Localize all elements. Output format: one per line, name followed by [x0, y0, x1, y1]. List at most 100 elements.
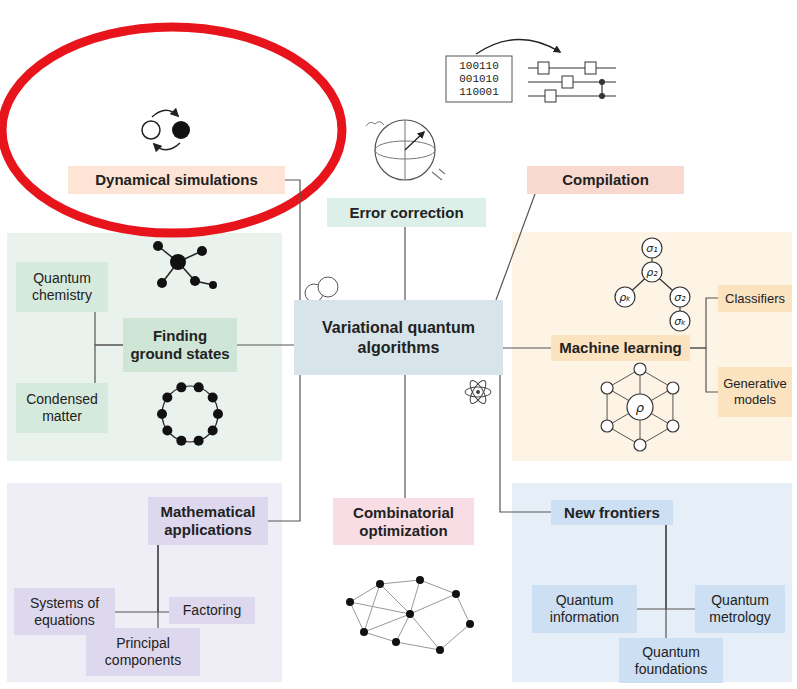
line-shape [380, 584, 410, 614]
circle-shape [208, 425, 218, 435]
line-shape [396, 614, 410, 642]
connector-line [665, 525, 666, 638]
connector-line [404, 375, 405, 498]
circle-shape [190, 276, 200, 286]
box-label: New frontiers [564, 504, 660, 522]
topic-box: Dynamical simulations [68, 166, 285, 194]
circle-shape [667, 382, 679, 394]
box-label: Quantum foundations [623, 644, 719, 678]
subtopic-box: Principal components [86, 628, 200, 676]
path-shape [432, 169, 445, 180]
circle-shape [392, 638, 400, 646]
subtopic-box: Classifiers [718, 285, 792, 312]
symbol-label: σ₂ [674, 292, 685, 303]
circle-shape [153, 241, 163, 251]
circle-shape [416, 576, 424, 584]
subtopic-box: Condensed matter [16, 383, 108, 433]
circle-shape [318, 277, 338, 297]
subtopic-box: Quantum foundations [619, 638, 723, 683]
box-label: Condensed matter [20, 391, 104, 425]
g-shape [465, 378, 491, 406]
box-label: Classifiers [725, 291, 785, 307]
topic-box: New frontiers [551, 500, 673, 525]
box-label: Generative models [722, 376, 788, 407]
line-shape [410, 594, 456, 614]
path-shape [154, 143, 180, 150]
box-label: Quantum chemistry [20, 270, 104, 304]
circle-shape [162, 386, 218, 442]
connector-line [666, 525, 695, 609]
connector-line [503, 347, 551, 348]
circle-shape [452, 590, 460, 598]
line-shape [364, 632, 396, 642]
path-shape [476, 39, 560, 54]
circle-shape [634, 439, 646, 451]
ellipse-shape [465, 387, 491, 397]
line-shape [350, 602, 410, 614]
circle-shape [466, 620, 474, 628]
box-label: Variational quantum algorithms [298, 318, 499, 356]
topic-box: Combinatorial optimization [333, 498, 474, 545]
rect-shape [585, 62, 596, 74]
circle-shape [642, 238, 662, 258]
line-shape [350, 602, 364, 632]
circle-shape [142, 121, 160, 139]
circle-shape [376, 580, 384, 588]
circle-shape [670, 311, 690, 331]
bit-string: 001010 [459, 74, 499, 85]
connector-line [268, 375, 300, 521]
connector-line [157, 545, 158, 628]
group-panel [7, 483, 282, 682]
circle-shape [346, 598, 354, 606]
subtopic-box: Quantum information [532, 585, 637, 633]
rect-shape [446, 56, 512, 102]
connector-line [500, 375, 551, 512]
circle-shape [209, 281, 217, 289]
connector-line [496, 194, 535, 300]
topic-box: Mathematical applications [148, 497, 268, 545]
box-label: Compilation [562, 171, 649, 189]
group-panel [7, 233, 282, 461]
box-label: Machine learning [559, 339, 682, 357]
bit-string: 110001 [459, 87, 499, 98]
circle-shape [194, 436, 204, 446]
box-label: Quantum information [536, 592, 633, 626]
circle-shape [601, 382, 613, 394]
group-panel [512, 483, 792, 682]
topic-box: Compilation [527, 166, 684, 194]
circle-shape [667, 420, 679, 432]
ellipse-shape [2, 27, 342, 233]
symbol-label: σₖ [674, 316, 686, 327]
path-shape [366, 122, 384, 126]
circle-shape [360, 628, 368, 636]
line-shape [364, 614, 410, 632]
bit-string: 100110 [459, 61, 499, 72]
circle-shape [599, 79, 605, 85]
box-label: Systems of equations [18, 595, 111, 629]
circle-shape [157, 278, 167, 288]
g-shape [346, 576, 474, 654]
circle-shape [599, 93, 605, 99]
symbol-label: ρ [636, 401, 644, 414]
connector-line [690, 298, 718, 348]
subtopic-box: Quantum chemistry [16, 262, 108, 312]
circle-shape [642, 262, 662, 282]
line-shape [396, 642, 440, 650]
symbol-label: ρₖ [619, 292, 631, 303]
line-shape [440, 624, 470, 650]
g-shape [601, 363, 679, 451]
box-label: Finding ground states [127, 327, 233, 363]
connector-line [285, 180, 300, 300]
connector-line [158, 545, 169, 612]
circle-shape [208, 393, 218, 403]
rect-shape [562, 76, 573, 88]
subtopic-box: Generative models [718, 367, 792, 417]
topic-box: Error correction [327, 198, 486, 227]
circle-shape [634, 363, 646, 375]
circle-shape [213, 409, 223, 419]
circle-shape [406, 610, 414, 618]
circle-shape [176, 382, 186, 392]
line-shape [420, 580, 456, 594]
circle-shape [172, 121, 190, 139]
